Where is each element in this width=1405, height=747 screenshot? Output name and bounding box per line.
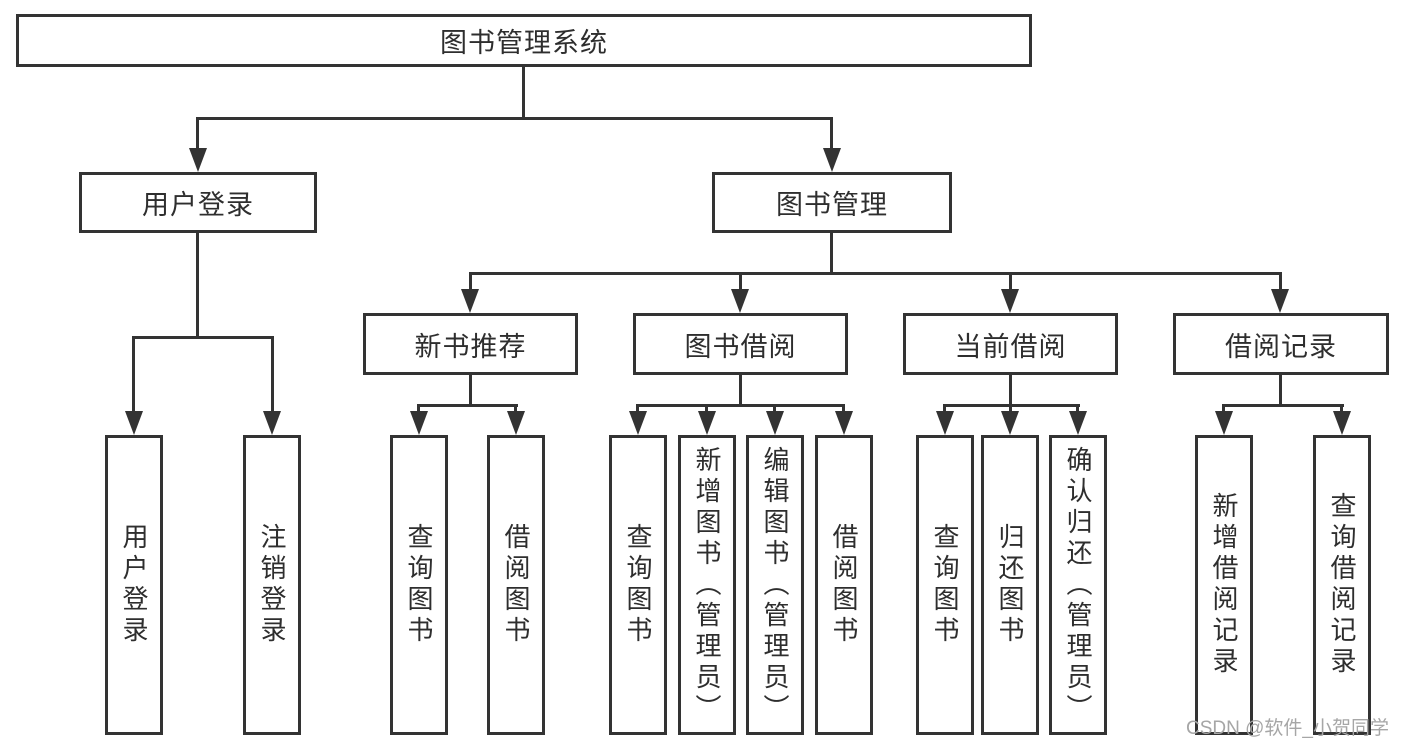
connector-userlogin-stem [196,233,199,337]
leaf-current-return-label: 归还图书 [995,523,1025,647]
leaf-newbooks-query: 查询图书 [390,435,448,735]
arrow-down-icon [1001,289,1019,313]
arrow-down-icon [731,289,749,313]
arrow-down-icon [507,411,525,435]
connector-bookmgmt-stem [830,233,833,275]
leaf-current-confirm-return-label: 确认归还（管理员） [1063,445,1093,725]
node-book-borrow: 图书借阅 [633,313,848,375]
connector-root-drop-right [830,117,833,148]
connector-bookborrow-stem [739,375,742,406]
leaf-newbooks-query-label: 查询图书 [404,523,434,647]
node-user-login-label: 用户登录 [142,190,254,220]
connector-records-drop-1 [1222,404,1225,413]
node-book-management-label: 图书管理 [776,190,888,220]
connector-userlogin-bar [132,336,274,339]
leaf-logout-label: 注销登录 [257,523,287,647]
leaf-borrow-add: 新增图书（管理员） [678,435,736,735]
leaf-newbooks-borrow: 借阅图书 [487,435,545,735]
arrow-down-icon [189,148,207,172]
arrow-down-icon [766,411,784,435]
connector-records-drop-2 [1340,404,1343,413]
leaf-borrow-query-label: 查询图书 [623,523,653,647]
leaf-borrow-borrow: 借阅图书 [815,435,873,735]
connector-bookmgmt-drop-4 [1279,272,1282,289]
leaf-current-query-label: 查询图书 [930,523,960,647]
leaf-records-query-label: 查询借阅记录 [1327,492,1357,678]
node-user-login: 用户登录 [79,172,317,233]
connector-newbooks-drop-2 [514,404,517,413]
connector-bookborrow-drop-4 [842,404,845,413]
connector-records-bar [1222,404,1344,407]
connector-newbooks-drop-1 [417,404,420,413]
arrow-down-icon [125,411,143,435]
leaf-user-login: 用户登录 [105,435,163,735]
connector-currentborrow-drop-3 [1076,404,1079,413]
connector-bookborrow-bar [636,404,845,407]
leaf-borrow-edit: 编辑图书（管理员） [746,435,804,735]
connector-bookborrow-drop-3 [773,404,776,413]
leaf-logout: 注销登录 [243,435,301,735]
node-borrow-records-label: 借阅记录 [1225,331,1337,362]
arrow-down-icon [410,411,428,435]
arrow-down-icon [1069,411,1087,435]
csdn-watermark: CSDN @软件_小贺同学 [1186,718,1389,739]
connector-userlogin-drop-2 [271,336,274,411]
connector-bookmgmt-drop-1 [469,272,472,289]
arrow-down-icon [263,411,281,435]
connector-records-stem [1279,375,1282,406]
connector-root-stem [522,67,525,119]
connector-userlogin-drop-1 [132,336,135,411]
connector-bookmgmt-bar [469,272,1282,275]
node-root: 图书管理系统 [16,14,1032,67]
connector-currentborrow-drop-1 [943,404,946,413]
connector-root-drop-left [196,117,199,148]
arrow-down-icon [936,411,954,435]
leaf-records-query: 查询借阅记录 [1313,435,1371,735]
connector-currentborrow-stem [1009,375,1012,406]
connector-bookmgmt-drop-3 [1009,272,1012,289]
leaf-current-confirm-return: 确认归还（管理员） [1049,435,1107,735]
leaf-borrow-add-label: 新增图书（管理员） [692,445,722,725]
node-book-management: 图书管理 [712,172,952,233]
leaf-borrow-edit-label: 编辑图书（管理员） [760,445,790,725]
leaf-newbooks-borrow-label: 借阅图书 [501,523,531,647]
arrow-down-icon [461,289,479,313]
node-current-borrow: 当前借阅 [903,313,1118,375]
node-book-borrow-label: 图书借阅 [684,331,797,362]
connector-newbooks-stem [469,375,472,406]
leaf-current-return: 归还图书 [981,435,1039,735]
connector-bookmgmt-drop-2 [739,272,742,289]
arrow-down-icon [1215,411,1233,435]
node-current-borrow-label: 当前借阅 [954,331,1067,362]
arrow-down-icon [835,411,853,435]
arrow-down-icon [698,411,716,435]
connector-root-bar [196,117,833,120]
arrow-down-icon [1271,289,1289,313]
connector-bookborrow-drop-1 [636,404,639,413]
connector-newbooks-bar [417,404,518,407]
node-new-book-recommend: 新书推荐 [363,313,578,375]
leaf-records-add: 新增借阅记录 [1195,435,1253,735]
leaf-records-add-label: 新增借阅记录 [1209,492,1239,678]
leaf-current-query: 查询图书 [916,435,974,735]
leaf-borrow-borrow-label: 借阅图书 [829,523,859,647]
leaf-user-login-label: 用户登录 [119,523,149,647]
connector-currentborrow-drop-2 [1009,404,1012,413]
arrow-down-icon [629,411,647,435]
arrow-down-icon [823,148,841,172]
arrow-down-icon [1333,411,1351,435]
node-borrow-records: 借阅记录 [1173,313,1389,375]
connector-bookborrow-drop-2 [705,404,708,413]
node-new-book-recommend-label: 新书推荐 [414,331,527,362]
arrow-down-icon [1001,411,1019,435]
node-root-label: 图书管理系统 [440,28,608,58]
leaf-borrow-query: 查询图书 [609,435,667,735]
